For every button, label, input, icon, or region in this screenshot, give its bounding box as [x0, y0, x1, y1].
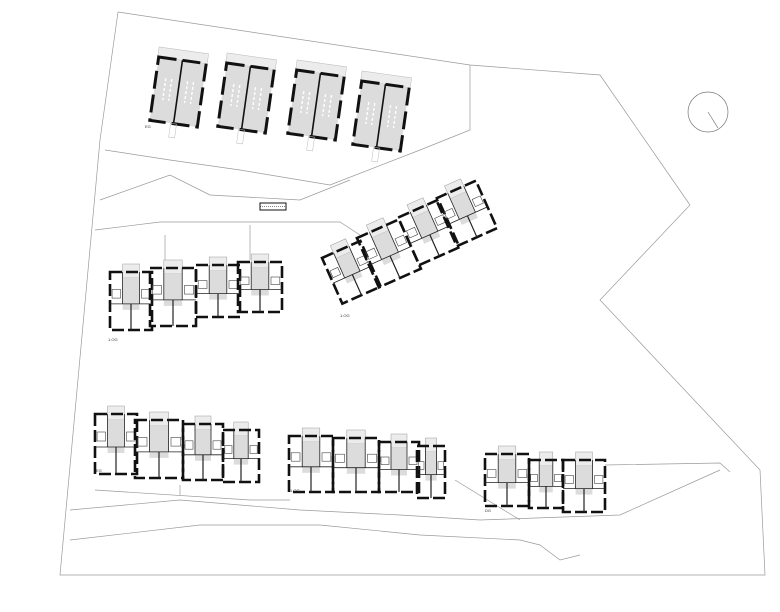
building-row-bottom-left [93, 405, 261, 484]
duplex-building [351, 70, 412, 163]
site-boundary [59, 11, 766, 576]
apartment-unit [331, 429, 381, 494]
floor-label-bottom-right: DG [485, 508, 491, 513]
floor-label-middle-rotated: 1.OG [340, 313, 350, 318]
apartment-unit [415, 437, 447, 500]
duplex-building [148, 46, 209, 139]
tree-symbol [687, 91, 729, 133]
building-row-bottom-right [483, 445, 607, 514]
apartment-unit [181, 415, 225, 482]
floor-label-bottom-left: EG [96, 468, 102, 473]
floor-label-top-row: EG [145, 124, 151, 129]
apartment-unit [527, 451, 565, 510]
apartment-unit [396, 197, 462, 267]
building-row-bottom-middle [287, 427, 447, 500]
apartment-unit [320, 238, 383, 306]
apartment-unit [483, 445, 531, 508]
apartment-unit [287, 427, 335, 494]
apartment-unit [236, 253, 284, 314]
apartment-unit [355, 217, 423, 290]
floor-label-bottom-middle: 1.OG [290, 488, 300, 493]
duplex-building [216, 52, 277, 145]
apartment-unit [377, 433, 421, 494]
apartment-unit [433, 178, 499, 248]
apartment-unit [133, 411, 185, 480]
building-row-middle-left [108, 253, 284, 332]
building-row-middle-rotated [320, 178, 499, 306]
floor-label-middle-left: 1.OG [108, 337, 118, 342]
apartment-unit [221, 421, 261, 484]
apartment-unit [194, 256, 242, 319]
duplex-building [286, 59, 347, 152]
apartment-unit [93, 405, 139, 476]
apartment-unit [561, 451, 607, 514]
stair-symbol [259, 202, 287, 211]
apartment-unit [148, 259, 198, 328]
apartment-unit [108, 263, 154, 332]
